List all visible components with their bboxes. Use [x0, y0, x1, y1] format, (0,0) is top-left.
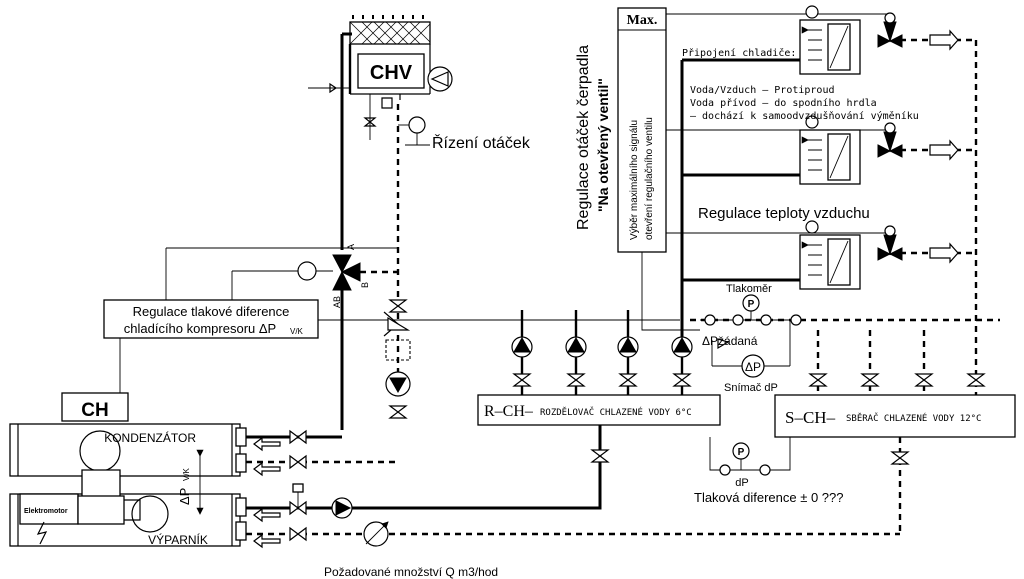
three-way-valve: A AB B	[297, 244, 398, 430]
cooling-tower-chv: CHV	[348, 15, 453, 95]
regulace-vzduch-label: Regulace teploty vzduchu	[698, 205, 870, 222]
tlakova-diference-label: Tlaková diference ± 0 ???	[694, 490, 844, 505]
dp-vk-indicator: ΔP V/K	[177, 449, 204, 515]
dochazi-label: – dochází k samoodvzdušňování výměníku	[690, 110, 919, 122]
rch-text: ROZDĚLOVAČ CHLAZENÉ VODY 6°C	[540, 406, 692, 418]
spray-dots	[352, 15, 424, 19]
rch-code: R–CH–	[484, 403, 534, 420]
air-coil-3	[799, 220, 959, 290]
pozadovane-label: Požadované množství Q m3/hod	[324, 565, 498, 579]
compressor-body	[77, 469, 141, 525]
valve-b-label: B	[360, 282, 370, 288]
rch-pumps	[511, 310, 693, 475]
dp-circle-label: ΔP	[745, 360, 761, 374]
vyparnik-label: VÝPARNÍK	[148, 532, 208, 547]
ch-box: CH	[61, 392, 129, 422]
vertical-title-2: "Na otevřený ventil"	[595, 78, 611, 212]
regulace-tlak-box: Regulace tlakové diference chladícího ko…	[103, 299, 319, 339]
sch-code: S–CH–	[785, 408, 836, 427]
tlakomer-label: Tlakoměr	[726, 283, 772, 295]
vertical-title-1: Regulace otáček čerpadla	[575, 45, 592, 230]
pripojeni-label: Připojení chladiče:	[682, 47, 796, 59]
air-coil-2	[799, 115, 959, 185]
dpvk-sub: V/K	[182, 467, 191, 481]
rizeni-otacek-label: Řízení otáček	[432, 133, 531, 152]
sch-text: SBĚRAČ CHLAZENÉ VODY 12°C	[846, 412, 981, 424]
snimac-label: Snímač dP	[724, 382, 778, 394]
ch-label: CH	[81, 400, 108, 421]
valve-ab-label: AB	[332, 296, 342, 308]
control-lines-left	[119, 247, 680, 393]
dp-small-label: dP	[735, 477, 748, 489]
pressure-instruments: P ΔP Tlakoměr ΔPžádaná Snímač dP P dP Tl…	[694, 283, 844, 505]
regulace-tlak-line2: chladícího kompresoru ΔP	[124, 321, 276, 336]
tower-fill-hatch	[349, 21, 431, 45]
regulace-tlak-line1: Regulace tlakové diference	[133, 304, 290, 319]
valve-a-label: A	[346, 244, 356, 250]
elektromotor-label: Elektromotor	[24, 508, 68, 515]
kondenzator-label: KONDENZÁTOR	[104, 430, 196, 445]
regulace-tlak-sub: V/K	[290, 327, 304, 336]
max-label: Max.	[627, 13, 658, 28]
max-selector-box: Max. Výběr maximálního signálu otevření …	[617, 7, 667, 253]
condenser: KONDENZÁTOR	[9, 423, 247, 477]
dp-zadana-label: ΔPžádaná	[702, 334, 758, 348]
chiller-connections	[246, 425, 900, 549]
rch-header: R–CH– ROZDĚLOVAČ CHLAZENÉ VODY 6°C	[477, 394, 721, 426]
air-coil-1	[799, 5, 959, 75]
vertical-box-1: Výběr maximálního signálu	[629, 120, 640, 240]
sch-branches	[690, 318, 1000, 534]
voda-privod-label: Voda přívod – do spodního hrdla	[690, 97, 877, 109]
tower-return-pump	[383, 299, 411, 419]
p-label-1: P	[748, 299, 755, 310]
chv-label: CHV	[370, 62, 413, 84]
vertical-box-2: otevření regulačního ventilu	[644, 117, 655, 240]
tower-piping	[308, 32, 430, 395]
voda-vzduch-label: Voda/Vzduch – Protiproud	[690, 85, 835, 96]
dpvk-main: ΔP	[177, 488, 192, 505]
sch-header: S–CH– SBĚRAČ CHLAZENÉ VODY 12°C	[774, 394, 1016, 438]
p-label-2: P	[738, 447, 745, 458]
